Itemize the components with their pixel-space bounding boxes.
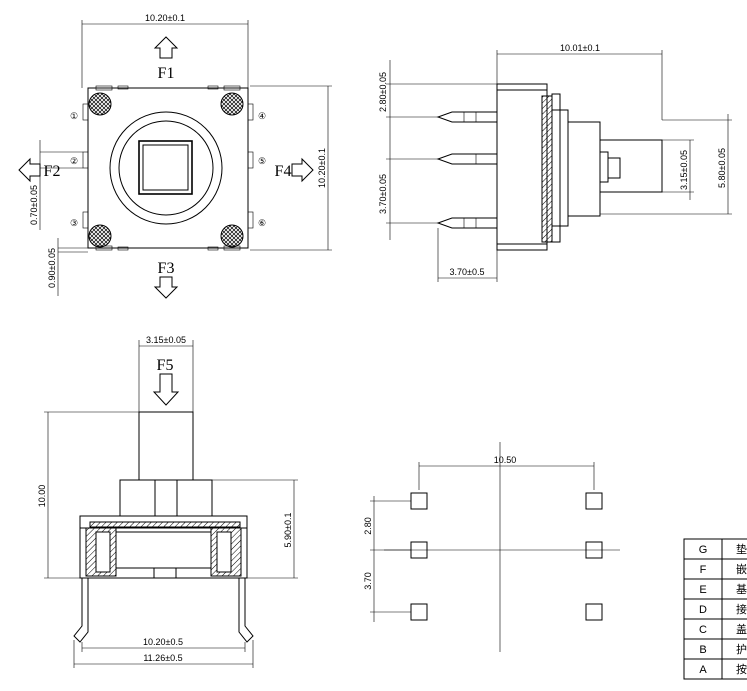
force-f1-label: F1 — [158, 65, 175, 82]
bom-name: 嵌 — [736, 563, 747, 576]
corner-post-tl — [88, 92, 112, 116]
bom-code: G — [699, 544, 708, 556]
force-f5-label: F5 — [157, 357, 174, 374]
bom-code: F — [700, 564, 707, 576]
front-view: 3.15±0.05 F5 10.00 5.90±0.1 1 — [37, 335, 298, 668]
side-dim-370v: 3.70±0.05 — [378, 174, 388, 214]
bom-code: C — [699, 624, 707, 636]
bom-name: 接 — [736, 603, 747, 616]
bom-name: 基 — [736, 583, 747, 596]
bom-name: 按 — [736, 662, 747, 676]
top-view: 10.20±0.1 ① ② ③ ④ ⑤ ⑥ — [18, 13, 332, 299]
arrow-down-icon-f5 — [152, 373, 180, 406]
bom-code: E — [699, 584, 706, 596]
front-dim-315: 3.15±0.05 — [146, 335, 186, 345]
bom-code: D — [699, 604, 707, 616]
corner-post-tr — [220, 92, 244, 116]
pad-6 — [585, 603, 603, 621]
force-f4-label: F4 — [275, 163, 292, 180]
top-height-dim: 10.20±0.1 — [317, 148, 327, 188]
arrow-up-icon — [153, 36, 179, 59]
side-width-dim: 10.01±0.1 — [560, 43, 600, 53]
terminal-label-1: ① — [70, 111, 78, 121]
force-f2-label: F2 — [44, 163, 61, 180]
arrow-down-icon — [153, 276, 179, 299]
dim-070: 0.70±0.05 — [29, 185, 39, 225]
bom-name: 盖 — [736, 622, 747, 636]
terminal-label-4: ④ — [258, 111, 266, 121]
terminal-label-6: ⑥ — [258, 218, 266, 228]
pad-3 — [410, 603, 428, 621]
side-dim-370h: 3.70±0.5 — [450, 267, 485, 277]
dim-090: 0.90±0.05 — [47, 248, 57, 288]
front-dim-1000: 10.00 — [37, 485, 47, 508]
side-view: 10.01±0.1 2.80±0.05 3.70±0.05 — [378, 43, 732, 282]
front-dim-590: 5.90±0.1 — [283, 513, 293, 548]
terminal-label-5: ⑤ — [258, 156, 266, 166]
top-width-dim: 10.20±0.1 — [145, 13, 185, 23]
side-dim-315: 3.15±0.05 — [679, 150, 689, 190]
arrow-right-icon — [291, 157, 314, 183]
corner-post-bl — [88, 224, 112, 248]
pad-5 — [585, 541, 603, 559]
footprint-dim-370: 3.70 — [363, 572, 373, 590]
arrow-left-icon — [18, 157, 41, 183]
side-dim-580: 5.80±0.05 — [717, 148, 727, 188]
pad-1 — [410, 492, 428, 510]
pad-4 — [585, 492, 603, 510]
bom-code: A — [699, 664, 707, 676]
bom-name: 垫 — [736, 542, 747, 556]
footprint-view: 10.50 2.80 3.70 — [363, 442, 620, 652]
front-dim-1020: 10.20±0.5 — [143, 637, 183, 647]
side-dim-280: 2.80±0.05 — [378, 72, 388, 112]
footprint-dim-280: 2.80 — [363, 517, 373, 535]
front-dim-1126: 11.26±0.5 — [143, 653, 182, 663]
footprint-dim-1050: 10.50 — [494, 455, 517, 465]
force-f3-label: F3 — [158, 260, 175, 277]
bom-name: 护 — [736, 642, 747, 656]
corner-post-br — [220, 224, 244, 248]
terminal-label-3: ③ — [70, 218, 78, 228]
bom-code: B — [699, 644, 706, 656]
terminal-label-2: ② — [70, 156, 78, 166]
